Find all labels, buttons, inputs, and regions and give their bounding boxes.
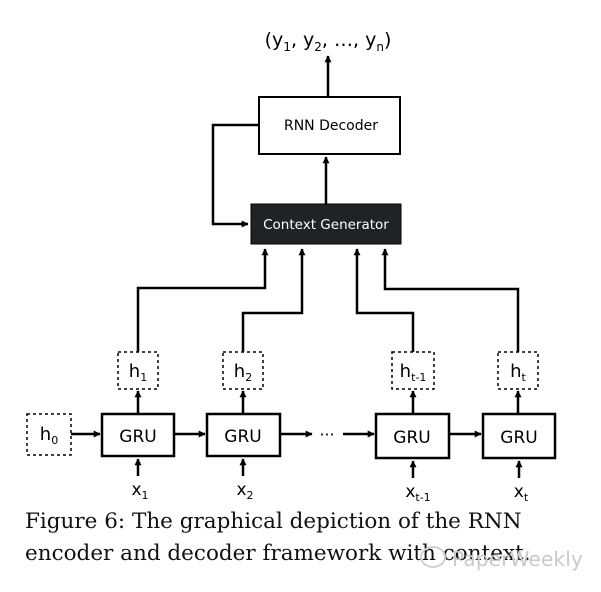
gru-cell-3 xyxy=(374,412,451,460)
context-generator-label: Context Generator xyxy=(263,217,389,233)
hidden-state-ht-box xyxy=(497,351,539,390)
ellipsis-label: ··· xyxy=(319,425,334,444)
gru-cell-4-label: GRU xyxy=(500,428,537,448)
gru-cell-3-label: GRU xyxy=(393,428,430,448)
ht1-to-context-line xyxy=(353,248,415,352)
h2-to-context-line xyxy=(241,248,306,352)
output-sequence-label: (y1, y2, …, yn) xyxy=(265,29,392,54)
initial-hidden-h0-label: h0 xyxy=(40,424,58,447)
watermark: PaperWeekly xyxy=(420,546,583,571)
rnn-decoder-label: RNN Decoder xyxy=(284,118,378,134)
figure-caption: Figure 6: The graphical depiction of the… xyxy=(25,509,531,566)
gru-cell-1-label: GRU xyxy=(119,427,156,447)
hidden-state-h1-box xyxy=(117,351,159,390)
hidden-state-h1-label: h1 xyxy=(129,361,147,384)
input-x2-label: x2 xyxy=(236,480,253,502)
hidden-state-ht-label: ht xyxy=(510,361,526,384)
hidden-state-h2-label: h2 xyxy=(234,361,252,384)
wechat-logo-icon xyxy=(420,546,446,568)
input-xt-minus-1-label: xt-1 xyxy=(405,482,430,504)
input-xt-label: xt xyxy=(514,482,529,504)
ht-to-context-line xyxy=(381,248,520,352)
gru-cell-1 xyxy=(100,412,176,458)
rnn-decoder-box xyxy=(258,96,401,155)
context-generator-box xyxy=(250,203,402,245)
gru-cell-2-label: GRU xyxy=(224,427,261,447)
watermark-text: PaperWeekly xyxy=(452,547,584,571)
gru-cell-4 xyxy=(481,412,557,460)
input-x1-label: x1 xyxy=(131,480,148,502)
decoder-feedback-loop xyxy=(211,123,259,228)
hidden-state-ht-minus-1-label: ht-1 xyxy=(400,361,427,384)
hidden-state-h2-box xyxy=(222,351,264,390)
initial-hidden-h0-box xyxy=(26,413,72,456)
hidden-state-ht-minus-1-box xyxy=(391,351,435,390)
h1-to-context-line xyxy=(136,248,269,352)
gru-cell-2 xyxy=(205,412,282,458)
